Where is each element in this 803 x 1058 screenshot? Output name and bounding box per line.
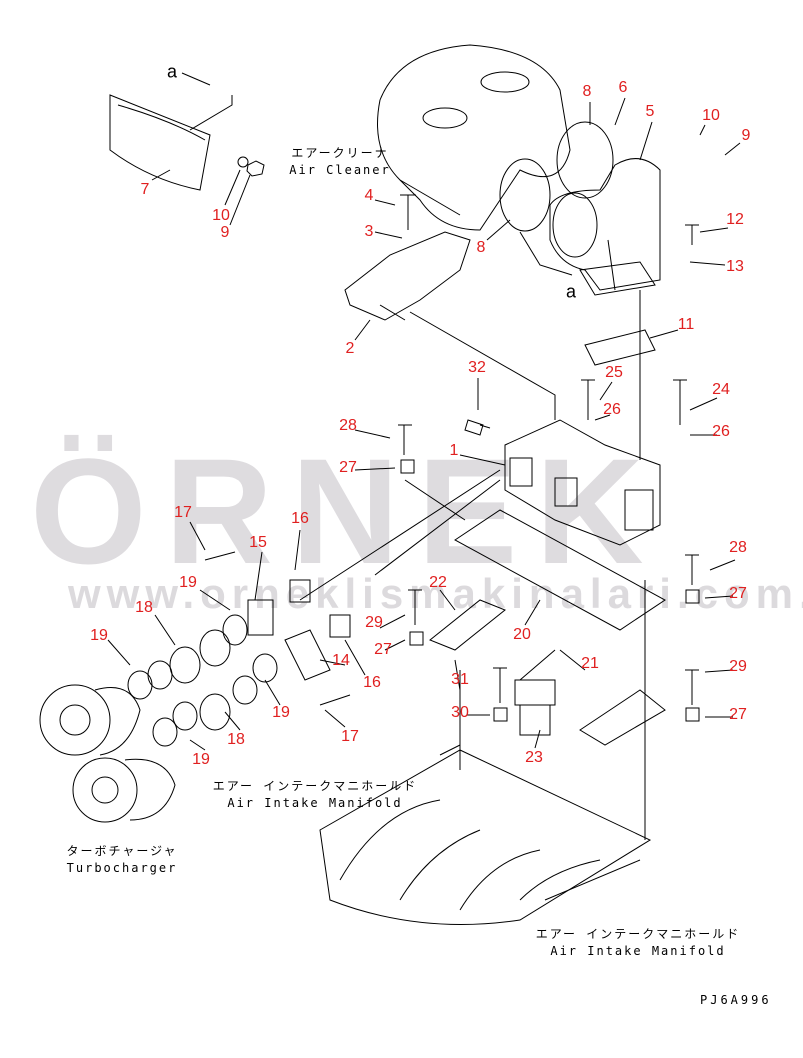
part-number-label: 14 (332, 652, 350, 669)
part-number-label: 26 (712, 423, 730, 440)
part-number-label: 9 (741, 127, 751, 144)
part-number-label: 29 (729, 658, 747, 675)
caption-air-intake-manifold: エアー インテークマニホールド Air Intake Manifold (536, 926, 741, 960)
caption-air-intake-manifold: エアー インテークマニホールド Air Intake Manifold (213, 778, 418, 812)
part-number-label: 22 (429, 574, 447, 591)
caption-en: Turbocharger (66, 861, 178, 875)
caption-air-cleaner: エアークリーナ Air Cleaner (289, 145, 390, 179)
caption-jp: エアー インテークマニホールド (212, 779, 418, 793)
part-number-label: 13 (726, 258, 744, 275)
part-number-label: 19 (179, 574, 197, 591)
leader-lines (107, 97, 741, 840)
caption-en: Air Intake Manifold (550, 944, 726, 958)
part-number-label: 21 (581, 655, 599, 672)
part-number-label: 27 (374, 641, 392, 658)
part-number-label: 17 (174, 504, 192, 521)
air-cleaner-drawing (377, 44, 571, 231)
elbow-drawing (499, 121, 661, 366)
caption-en: Air Intake Manifold (227, 796, 403, 810)
part-number-label: 10 (702, 107, 720, 124)
part-number-label: 26 (603, 401, 621, 418)
part-number-label: 16 (291, 510, 309, 527)
part-number-label: 18 (227, 731, 245, 748)
part-number-label: 2 (345, 340, 355, 357)
caption-jp: エアークリーナ (291, 146, 389, 160)
part-number-label: 18 (135, 599, 153, 616)
part-number-label: 8 (582, 83, 592, 100)
part-number-label: 19 (192, 751, 210, 768)
intake-manifold-drawing (319, 744, 652, 925)
part-number-label: 7 (140, 181, 150, 198)
part-number-label: 30 (451, 704, 469, 721)
caption-jp: エアー インテークマニホールド (535, 927, 741, 941)
part-number-label: 20 (513, 626, 531, 643)
caption-turbocharger: ターボチャージャ Turbocharger (66, 843, 177, 877)
part-number-label: 15 (249, 534, 267, 551)
part-number-label: 11 (677, 316, 695, 333)
bolts (204, 194, 700, 722)
part-number-label: 27 (729, 706, 747, 723)
part-number-label: 12 (726, 211, 744, 228)
drawing-code: PJ6A996 (700, 993, 772, 1007)
part-number-label: 23 (525, 749, 543, 766)
caption-en: Air Cleaner (289, 163, 391, 177)
part-number-label: 27 (339, 459, 357, 476)
part-number-label: 28 (339, 417, 357, 434)
part-number-label: 4 (364, 187, 374, 204)
view-marker-a: a (565, 281, 577, 302)
cover-drawing (109, 94, 211, 191)
part-number-label: 29 (365, 614, 383, 631)
view-marker-a: a (166, 61, 178, 82)
part-number-label: 17 (341, 728, 359, 745)
part-number-label: 24 (712, 381, 730, 398)
part-number-label: 6 (618, 79, 628, 96)
manifold-block-drawing (504, 419, 661, 546)
part-number-label: 8 (476, 239, 486, 256)
part-number-label: 3 (364, 223, 374, 240)
part-number-label: 32 (468, 359, 486, 376)
caption-jp: ターボチャージャ (66, 844, 178, 858)
part-number-label: 16 (363, 674, 381, 691)
part-number-label: 1 (449, 442, 459, 459)
part-number-label: 10 (212, 207, 230, 224)
part-number-label: 28 (729, 539, 747, 556)
part-number-label: 31 (451, 671, 469, 688)
part-number-label: 19 (272, 704, 290, 721)
part-number-label: 25 (605, 364, 623, 381)
part-number-label: 5 (645, 103, 655, 120)
part-number-label: 27 (729, 585, 747, 602)
part-number-label: 9 (220, 224, 230, 241)
part-number-label: 19 (90, 627, 108, 644)
turbocharger-drawing (39, 579, 351, 823)
